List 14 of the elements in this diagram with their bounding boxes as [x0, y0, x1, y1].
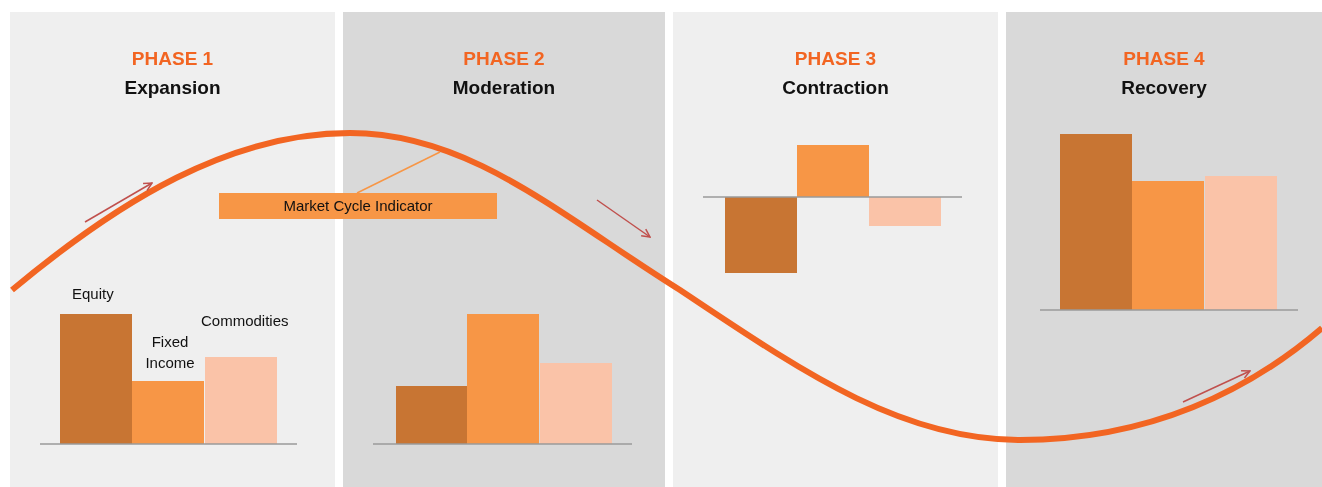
phase-name: Moderation [451, 77, 557, 99]
series-label: Fixed Income [144, 332, 196, 373]
series-label: Commodities [201, 312, 290, 329]
phase-name: Contraction [781, 77, 890, 99]
series-label: Equity [72, 285, 115, 302]
leader-line [356, 151, 441, 194]
phase-panel [673, 12, 998, 487]
phase-name: Recovery [1120, 77, 1208, 99]
market-cycle-curve [10, 130, 1322, 443]
phase-number: PHASE 3 [793, 48, 878, 70]
phase-number: PHASE 2 [462, 48, 546, 70]
phase-number: PHASE 4 [1122, 48, 1206, 70]
phase-name: Expansion [123, 77, 222, 99]
phase-number: PHASE 1 [130, 48, 215, 70]
